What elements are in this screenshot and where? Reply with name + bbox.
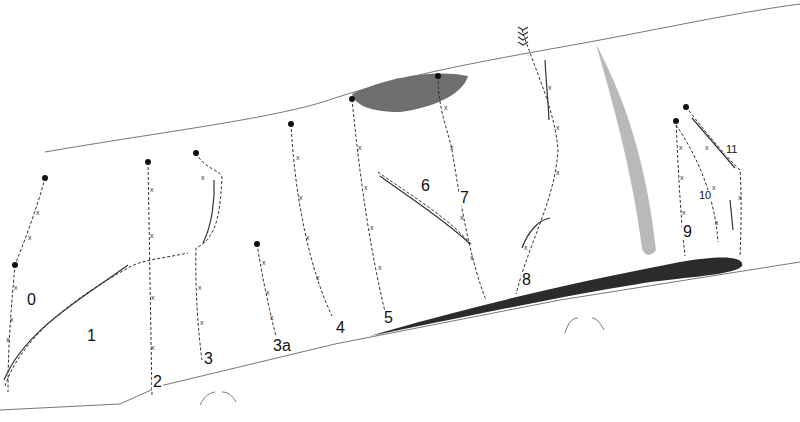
- route-number: 0: [26, 292, 37, 308]
- svg-text:x: x: [198, 284, 202, 291]
- route-number: 4: [335, 320, 346, 336]
- svg-text:x: x: [262, 259, 266, 266]
- svg-text:x: x: [6, 336, 10, 343]
- svg-text:x: x: [270, 314, 274, 321]
- svg-text:x: x: [680, 174, 684, 181]
- svg-text:x: x: [151, 294, 155, 301]
- svg-text:x: x: [296, 154, 300, 161]
- svg-text:x: x: [370, 224, 374, 231]
- svg-text:x: x: [150, 186, 154, 193]
- svg-text:x: x: [470, 254, 474, 261]
- svg-text:x: x: [460, 214, 464, 221]
- route-number: 10: [698, 190, 712, 201]
- svg-text:x: x: [306, 234, 310, 241]
- svg-text:x: x: [266, 289, 270, 296]
- svg-text:x: x: [705, 144, 709, 151]
- svg-text:x: x: [444, 104, 448, 111]
- route-number: 3: [203, 351, 214, 367]
- route-number: 1: [86, 328, 97, 344]
- svg-text:x: x: [201, 174, 205, 181]
- svg-text:x: x: [14, 284, 18, 291]
- svg-text:x: x: [548, 84, 552, 91]
- route-number: 6: [420, 178, 431, 194]
- svg-text:x: x: [378, 264, 382, 271]
- svg-text:x: x: [364, 184, 368, 191]
- svg-text:x: x: [712, 184, 716, 191]
- svg-text:x: x: [150, 232, 154, 239]
- svg-text:x: x: [524, 244, 528, 251]
- svg-text:x: x: [299, 194, 303, 201]
- svg-text:x: x: [682, 209, 686, 216]
- svg-text:x: x: [36, 209, 40, 216]
- svg-text:x: x: [10, 316, 14, 323]
- route-number: 7: [459, 190, 470, 206]
- svg-text:x: x: [151, 344, 155, 351]
- svg-text:x: x: [715, 219, 719, 226]
- svg-text:x: x: [316, 274, 320, 281]
- svg-text:x: x: [450, 144, 454, 151]
- route-number: 2: [152, 374, 163, 390]
- svg-text:x: x: [556, 169, 560, 176]
- svg-text:x: x: [738, 194, 742, 201]
- route-number: 8: [521, 272, 532, 288]
- svg-text:x: x: [358, 144, 362, 151]
- route-number: 9: [682, 224, 693, 240]
- svg-text:x: x: [200, 319, 204, 326]
- svg-text:x: x: [28, 234, 32, 241]
- route-number: 11: [725, 144, 738, 155]
- route-number: 5: [383, 310, 394, 326]
- route-number: 3a: [272, 338, 292, 354]
- svg-text:x: x: [679, 144, 683, 151]
- svg-text:x: x: [556, 124, 560, 131]
